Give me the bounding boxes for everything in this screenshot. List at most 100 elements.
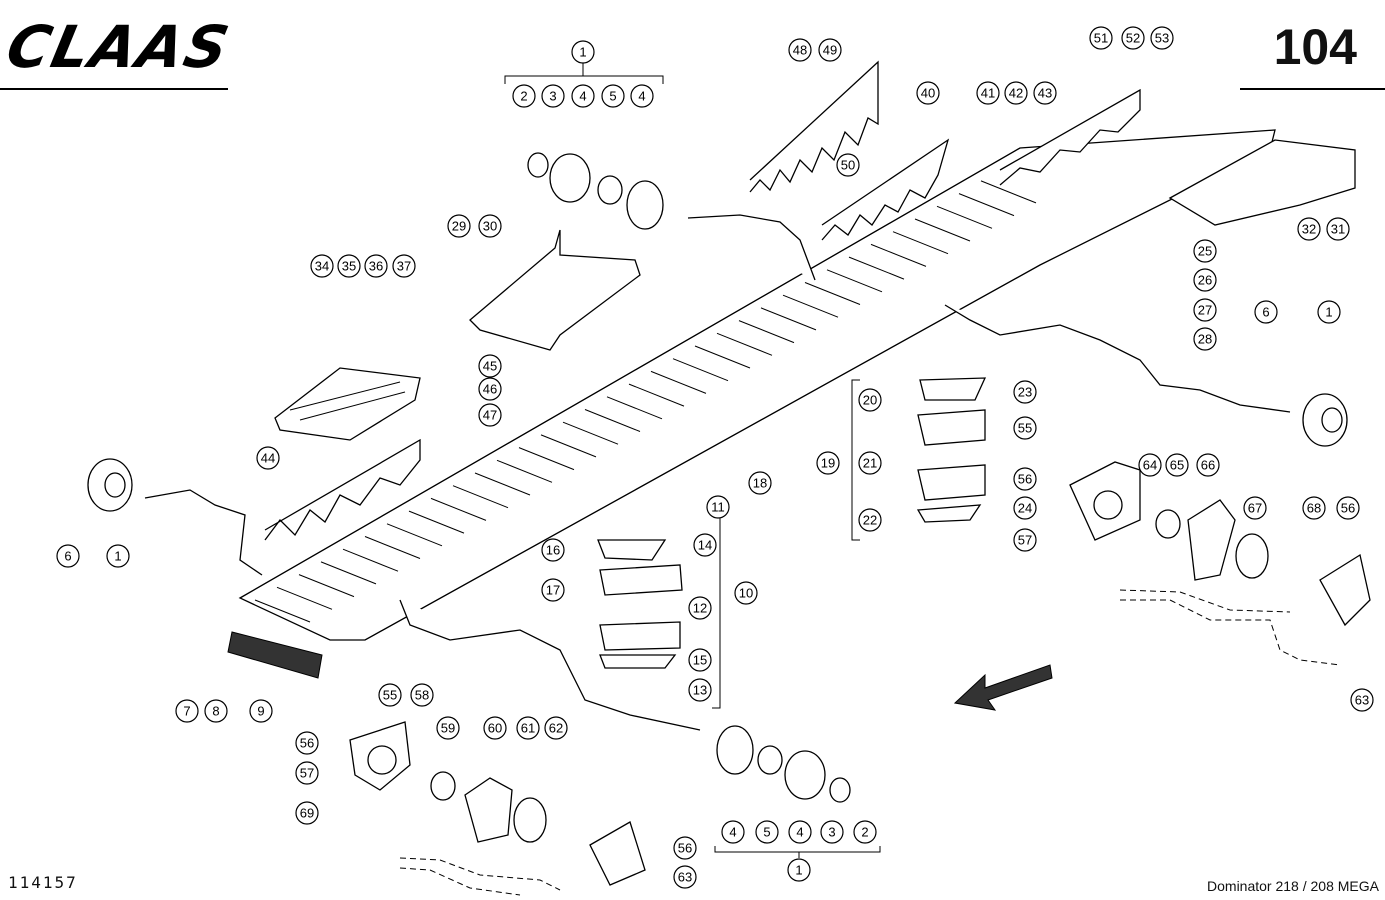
callout-37: 37 <box>392 254 416 278</box>
svg-text:29: 29 <box>452 219 466 234</box>
svg-text:5: 5 <box>763 825 770 840</box>
svg-text:2: 2 <box>520 89 527 104</box>
svg-text:4: 4 <box>796 825 803 840</box>
svg-text:55: 55 <box>383 688 397 703</box>
svg-text:4: 4 <box>579 89 586 104</box>
svg-text:1: 1 <box>114 549 121 564</box>
crank-shaft-bottom <box>399 599 701 731</box>
callout-64: 64 <box>1138 453 1162 477</box>
svg-text:22: 22 <box>863 513 877 528</box>
svg-text:16: 16 <box>546 543 560 558</box>
svg-text:34: 34 <box>315 259 329 274</box>
callout-35: 35 <box>337 254 361 278</box>
callout-4: 4 <box>571 84 595 108</box>
svg-text:2: 2 <box>861 825 868 840</box>
callout-12: 12 <box>688 596 712 620</box>
svg-text:60: 60 <box>488 721 502 736</box>
callout-55: 55 <box>1013 416 1037 440</box>
callout-1: 1 <box>1317 300 1341 324</box>
svg-text:48: 48 <box>793 43 807 58</box>
callout-58: 58 <box>410 683 434 707</box>
svg-text:50: 50 <box>841 158 855 173</box>
svg-text:43: 43 <box>1038 86 1052 101</box>
callout-3: 3 <box>820 820 844 844</box>
svg-text:67: 67 <box>1248 501 1262 516</box>
callout-56: 56 <box>1013 467 1037 491</box>
callout-47: 47 <box>478 403 502 427</box>
svg-text:56: 56 <box>678 841 692 856</box>
svg-text:25: 25 <box>1198 244 1212 259</box>
frame-outline-right <box>1119 589 1341 666</box>
callout-4: 4 <box>630 84 654 108</box>
svg-text:56: 56 <box>300 736 314 751</box>
callout-5: 5 <box>755 820 779 844</box>
svg-text:8: 8 <box>212 704 219 719</box>
cover-31 <box>1168 139 1356 226</box>
svg-text:27: 27 <box>1198 303 1212 318</box>
callout-61: 61 <box>516 716 540 740</box>
callout-9: 9 <box>249 699 273 723</box>
callout-3: 3 <box>541 84 565 108</box>
svg-text:65: 65 <box>1170 458 1184 473</box>
svg-text:58: 58 <box>415 688 429 703</box>
clamp-block-right <box>916 377 987 523</box>
svg-text:1: 1 <box>579 45 586 60</box>
callout-57: 57 <box>295 761 319 785</box>
svg-text:57: 57 <box>1018 533 1032 548</box>
callout-7: 7 <box>175 699 199 723</box>
callout-4: 4 <box>721 820 745 844</box>
svg-text:36: 36 <box>369 259 383 274</box>
svg-text:11: 11 <box>711 500 725 515</box>
svg-text:66: 66 <box>1201 458 1215 473</box>
svg-text:42: 42 <box>1009 86 1023 101</box>
foot-plate-9 <box>227 631 323 679</box>
crank-shaft-left <box>144 489 263 576</box>
callout-53: 53 <box>1150 26 1174 50</box>
svg-text:31: 31 <box>1331 222 1345 237</box>
tooth-strip-30 <box>469 229 641 351</box>
svg-text:57: 57 <box>300 766 314 781</box>
callout-29: 29 <box>447 214 471 238</box>
svg-text:63: 63 <box>678 870 692 885</box>
callout-62: 62 <box>544 716 568 740</box>
bearing-housing-bottom <box>349 721 646 886</box>
callout-56: 56 <box>673 836 697 860</box>
crank-shaft-right <box>944 304 1291 413</box>
callout-22: 22 <box>858 508 882 532</box>
callout-24: 24 <box>1013 496 1037 520</box>
svg-text:44: 44 <box>261 451 275 466</box>
header-rule-right <box>1240 88 1385 90</box>
frame-outline-bottom <box>399 857 561 896</box>
bearing-set-top <box>527 152 664 230</box>
callout-4: 4 <box>788 820 812 844</box>
svg-text:46: 46 <box>483 382 497 397</box>
callout-52: 52 <box>1121 26 1145 50</box>
svg-text:28: 28 <box>1198 332 1212 347</box>
callout-31: 31 <box>1326 217 1350 241</box>
crank-shaft-top <box>687 214 816 281</box>
svg-text:19: 19 <box>821 456 835 471</box>
callout-23: 23 <box>1013 380 1037 404</box>
callout-42: 42 <box>1004 81 1028 105</box>
callout-45: 45 <box>478 354 502 378</box>
bearing-set-bottom <box>716 725 851 803</box>
model-name: Dominator 218 / 208 MEGA <box>1207 878 1379 894</box>
svg-text:52: 52 <box>1126 31 1140 46</box>
callout-20: 20 <box>858 388 882 412</box>
callout-17: 17 <box>541 578 565 602</box>
callout-19: 19 <box>816 451 840 475</box>
callout-28: 28 <box>1193 327 1217 351</box>
header-rule-left <box>0 88 228 90</box>
callout-34: 34 <box>310 254 334 278</box>
svg-text:37: 37 <box>397 259 411 274</box>
svg-text:24: 24 <box>1018 501 1032 516</box>
callout-51: 51 <box>1089 26 1113 50</box>
callout-65: 65 <box>1165 453 1189 477</box>
svg-text:56: 56 <box>1018 472 1032 487</box>
svg-text:12: 12 <box>693 601 707 616</box>
callout-43: 43 <box>1033 81 1057 105</box>
drawing-code: 114157 <box>8 873 78 892</box>
svg-text:9: 9 <box>257 704 264 719</box>
